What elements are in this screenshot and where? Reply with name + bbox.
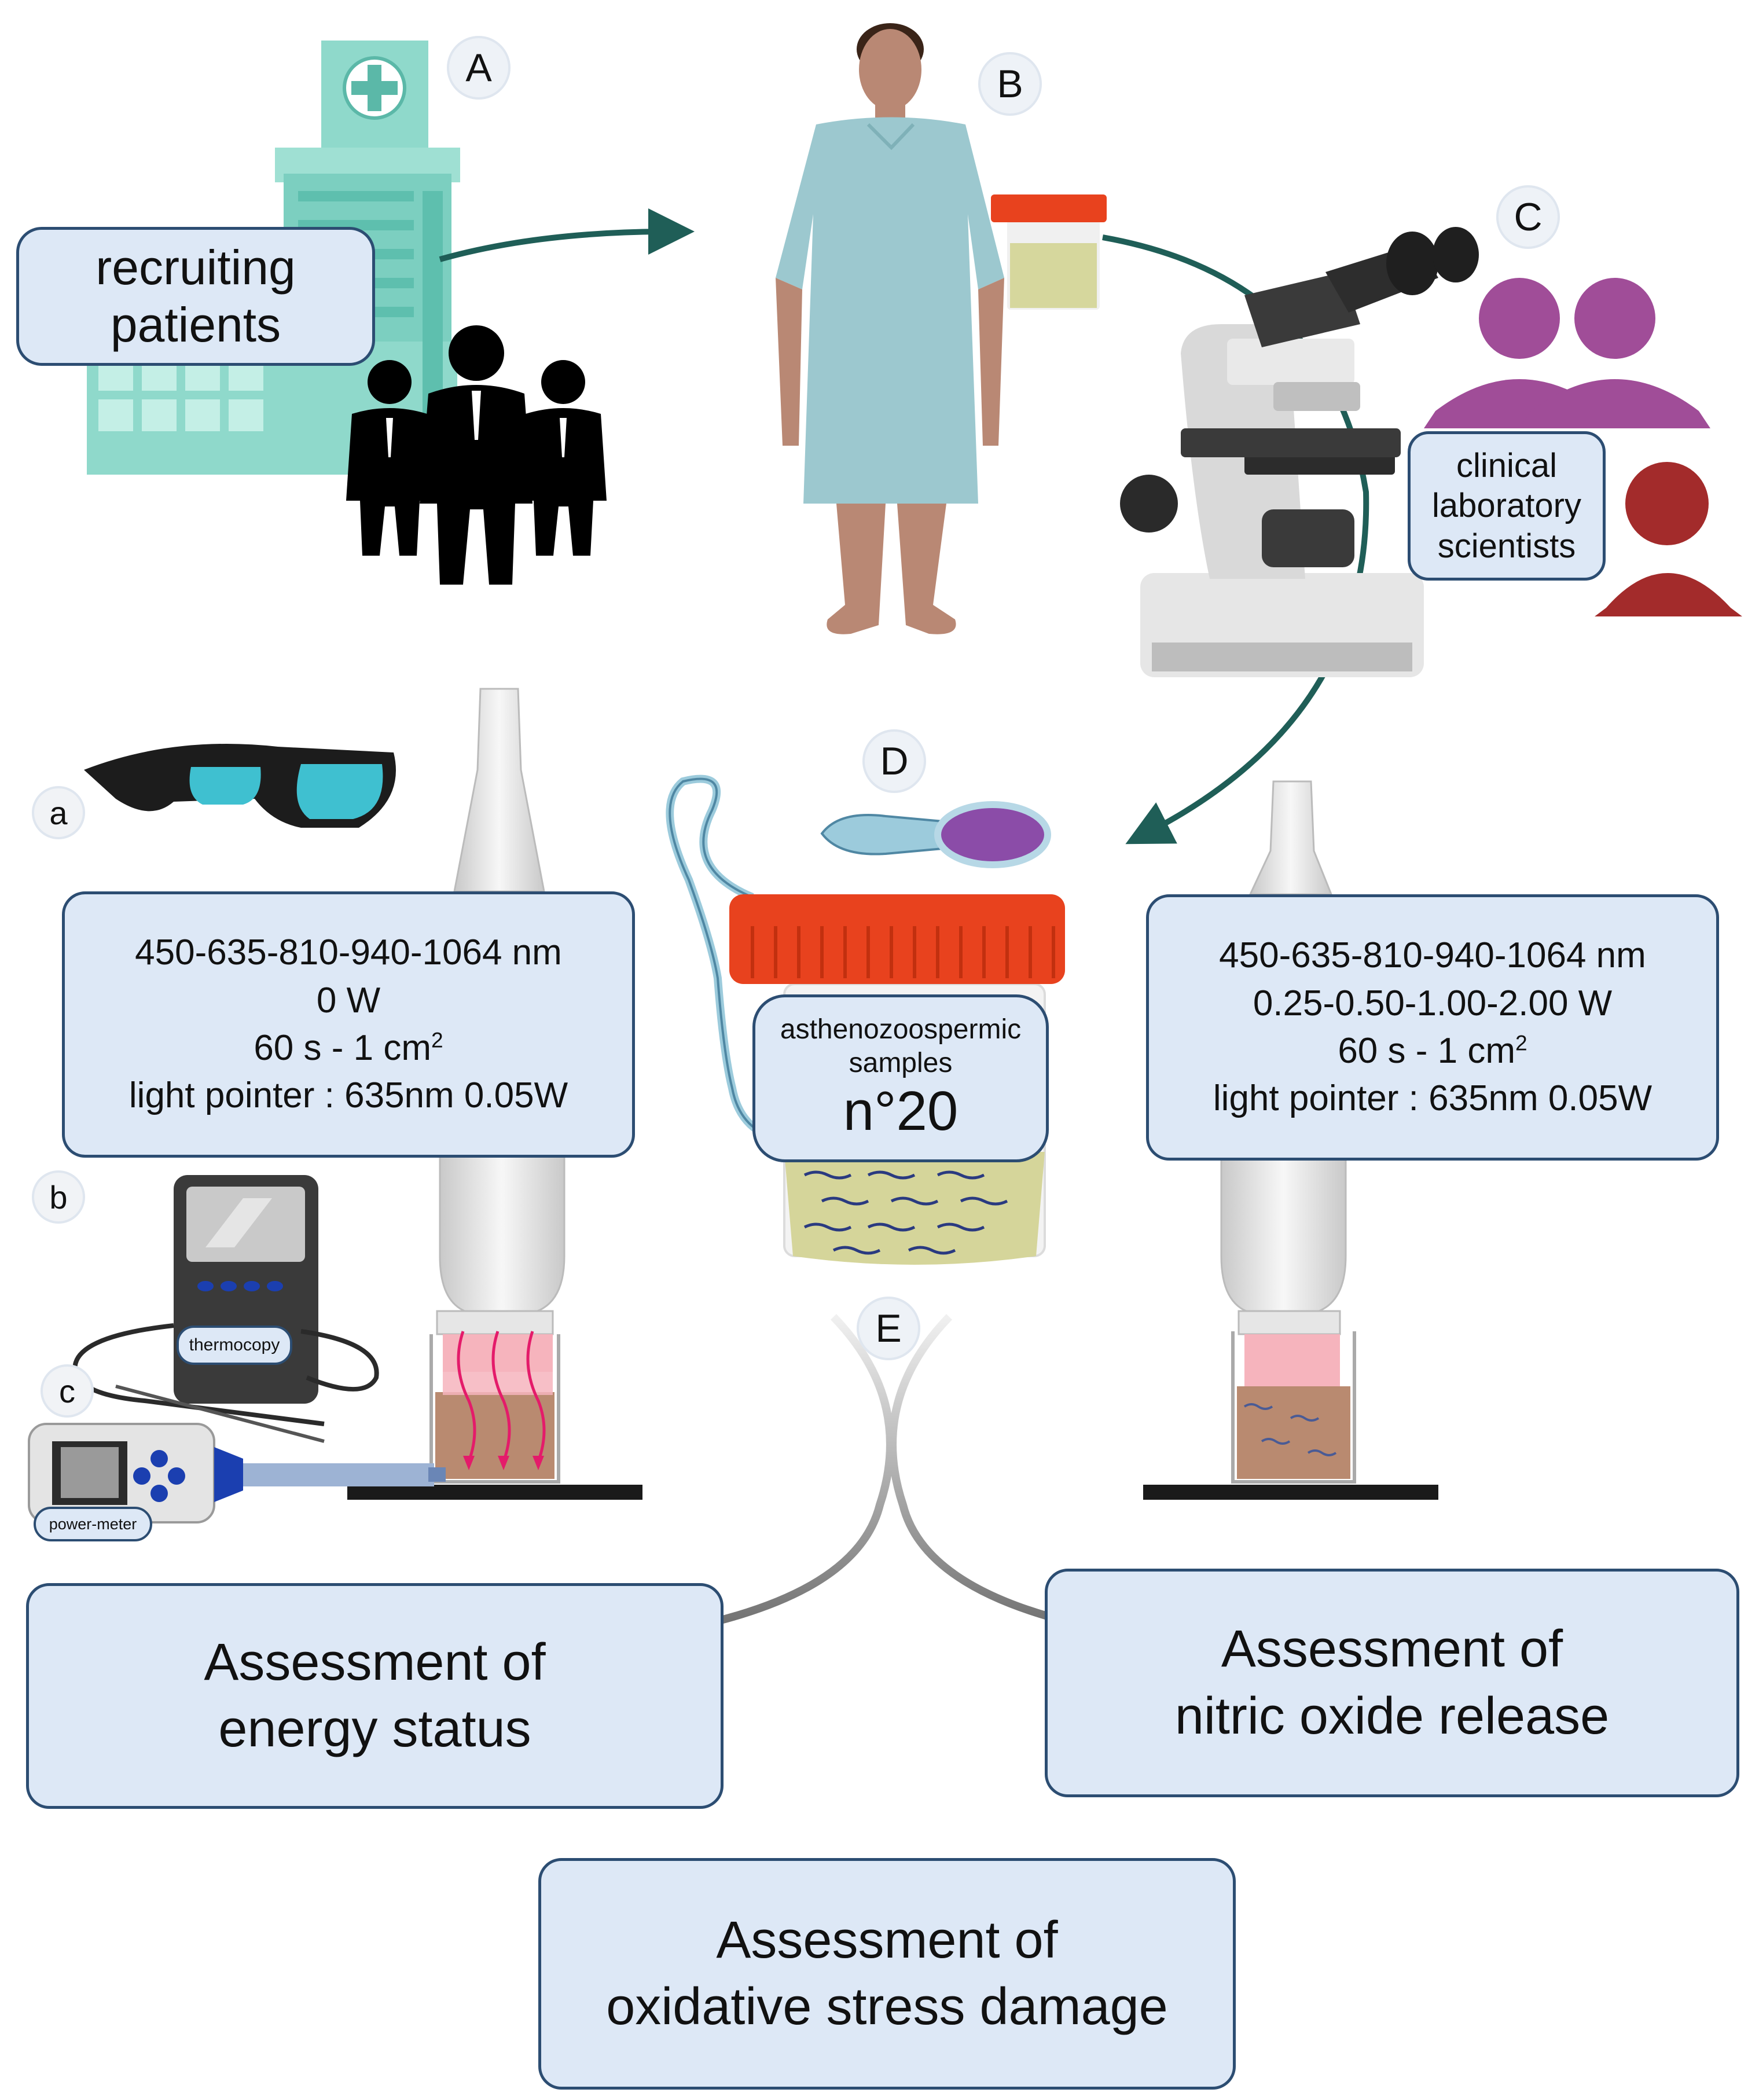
label-c-small-badge: c (41, 1364, 94, 1418)
recruiting-line-2: patients (110, 298, 281, 352)
microscope-icon (1120, 227, 1479, 677)
label-c-badge: C (1496, 185, 1560, 249)
clinical-scientists-box: clinical laboratory scientists (1408, 431, 1606, 581)
label-a-small-badge: a (32, 786, 85, 839)
control-parameters-box: 450-635-810-940-1064 nm 0 W 60 s - 1 cm2… (62, 891, 635, 1158)
energy-status-box: Assessment of energy status (26, 1583, 724, 1809)
left-laser-probe (347, 688, 642, 1500)
label-a-badge: A (447, 36, 511, 100)
scientists-line-2: laboratory (1432, 487, 1581, 525)
left-wavelengths: 450-635-810-940-1064 nm (135, 932, 562, 973)
energy-line-2: energy status (218, 1700, 531, 1758)
right-power: 0.25-0.50-1.00-2.00 W (1253, 983, 1613, 1023)
nitric-line-1: Assessment of (1221, 1620, 1563, 1679)
sample-cup-icon (991, 194, 1107, 310)
oxidative-stress-box: Assessment of oxidative stress damage (538, 1858, 1236, 2090)
right-laser-probe (1143, 780, 1438, 1500)
energy-line-1: Assessment of (204, 1633, 546, 1691)
oxidative-line-2: oxidative stress damage (606, 1978, 1168, 2036)
right-light-pointer: light pointer : 635nm 0.05W (1213, 1078, 1652, 1119)
sample-line-2: samples (849, 1047, 953, 1078)
label-b-small-badge: b (32, 1170, 85, 1224)
recruiting-patients-box: recruiting patients (16, 227, 375, 366)
right-wavelengths: 450-635-810-940-1064 nm (1219, 935, 1646, 976)
patient-figure (776, 23, 1004, 634)
oxidative-line-1: Assessment of (716, 1911, 1058, 1969)
scientists-icon (1424, 278, 1742, 616)
thermometer-device-icon (72, 1175, 379, 1443)
sample-count-box: asthenozoospermic samples n°20 (752, 994, 1049, 1162)
sample-line-1: asthenozoospermic (780, 1014, 1022, 1045)
sperm-cell-icon (666, 774, 1051, 1144)
recruiting-line-1: recruiting (96, 240, 296, 295)
power-meter-icon (28, 1423, 446, 1523)
scientists-line-1: clinical (1456, 446, 1558, 484)
branch-arrows (641, 1314, 1141, 1918)
laser-goggles-icon (84, 744, 396, 828)
left-power: 0 W (316, 980, 381, 1020)
flow-arrow-b-d (1102, 234, 1369, 845)
patients-group-icon (346, 325, 607, 585)
label-e-badge: E (857, 1297, 920, 1360)
scientists-line-3: scientists (1437, 527, 1576, 565)
right-exposure: 60 s - 1 cm2 (1338, 1030, 1527, 1071)
sample-count: n°20 (843, 1080, 959, 1143)
left-light-pointer: light pointer : 635nm 0.05W (128, 1075, 568, 1116)
flow-arrow-a-b (439, 208, 695, 262)
nitric-line-2: nitric oxide release (1174, 1687, 1610, 1745)
left-exposure: 60 s - 1 cm2 (254, 1027, 443, 1068)
label-b-badge: B (978, 52, 1042, 116)
nitric-oxide-box: Assessment of nitric oxide release (1045, 1569, 1739, 1797)
treatment-parameters-box: 450-635-810-940-1064 nm 0.25-0.50-1.00-2… (1146, 894, 1719, 1161)
power-meter-label: power-meter (34, 1507, 152, 1541)
label-d-badge: D (862, 729, 926, 793)
thermocopy-label: thermocopy (177, 1326, 292, 1365)
